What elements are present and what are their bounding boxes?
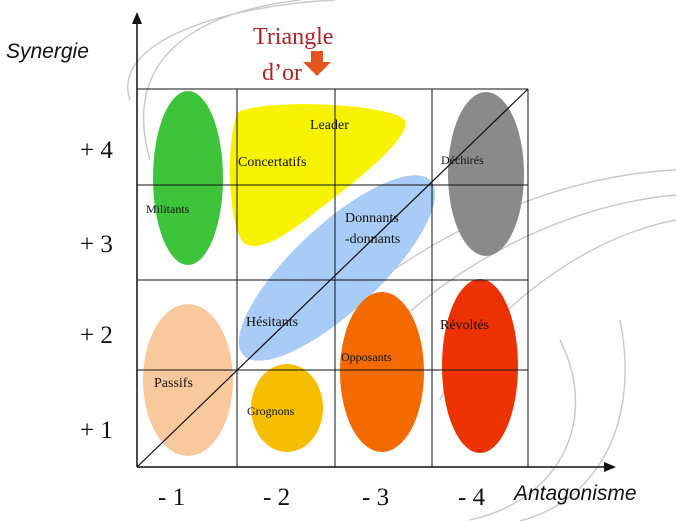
passifs-ellipse bbox=[143, 304, 233, 456]
triangle-dor-title-line1: Triangle bbox=[253, 24, 333, 50]
militants-label: Militants bbox=[146, 202, 190, 216]
dechires-label: Déchirés bbox=[441, 153, 484, 167]
revoltes-ellipse bbox=[442, 279, 518, 453]
diagonal-line bbox=[136, 88, 529, 468]
hesitants-label: Hésitants bbox=[246, 315, 298, 330]
y-tick-label: + 3 bbox=[80, 231, 113, 258]
y-axis-title: Synergie bbox=[6, 40, 89, 63]
donnants-ellipse bbox=[238, 175, 436, 361]
revoltes-label: Révoltés bbox=[440, 318, 489, 333]
militants-ellipse bbox=[153, 91, 223, 265]
down-arrow-icon bbox=[303, 51, 331, 76]
axes bbox=[132, 12, 616, 472]
donnants-label-line1: Donnants bbox=[345, 211, 399, 226]
x-tick-label: - 3 bbox=[362, 484, 389, 511]
x-tick-label: - 4 bbox=[458, 484, 486, 511]
grognons-label: Grognons bbox=[247, 404, 295, 418]
concertatifs-leader-shape bbox=[229, 104, 406, 246]
triangle-dor-title-line2: d’or bbox=[262, 60, 302, 86]
x-axis-title: Antagonisme bbox=[512, 482, 637, 505]
opposants-ellipse bbox=[340, 292, 424, 452]
opposants-label: Opposants bbox=[341, 350, 392, 364]
x-tick-label: - 2 bbox=[263, 484, 290, 511]
concertatifs-label: Concertatifs bbox=[238, 155, 306, 170]
x-tick-label: - 1 bbox=[158, 484, 185, 511]
dechires-ellipse bbox=[448, 92, 524, 256]
y-tick-label: + 1 bbox=[80, 417, 113, 444]
y-tick-label: + 2 bbox=[80, 322, 113, 349]
leader-label: Leader bbox=[310, 118, 349, 133]
grid bbox=[137, 88, 529, 467]
donnants-label-line2: -donnants bbox=[345, 232, 400, 247]
grognons-ellipse bbox=[251, 364, 323, 452]
passifs-label: Passifs bbox=[154, 376, 193, 391]
y-tick-label: + 4 bbox=[80, 137, 113, 164]
